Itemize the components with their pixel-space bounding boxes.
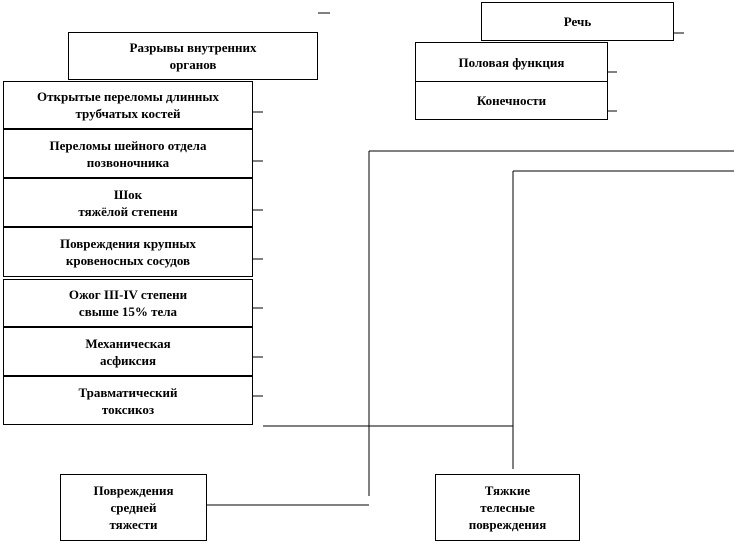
limbs-box: Конечности — [415, 81, 608, 120]
internal-organs-rupture-box: Разрывы внутренних органов — [68, 32, 318, 80]
burn-box: Ожог III-IV степени свыше 15% тела — [3, 279, 253, 327]
open-fractures-box: Открытые переломы длинных трубчатых кост… — [3, 81, 253, 129]
moderate-injuries-box: Повреждения средней тяжести — [60, 474, 207, 541]
speech-box: Речь — [481, 2, 674, 41]
cervical-fractures-box: Переломы шейного отдела позвоночника — [3, 129, 253, 178]
mechanical-asphyxia-box: Механическая асфиксия — [3, 327, 253, 376]
major-vessel-damage-box: Повреждения крупных кровеносных сосудов — [3, 227, 253, 277]
severe-bodily-injuries-box: Тяжкие телесные повреждения — [435, 474, 580, 541]
traumatic-toxicosis-box: Травматический токсикоз — [3, 376, 253, 425]
sexual-function-box: Половая функция — [415, 42, 608, 82]
severe-shock-box: Шок тяжёлой степени — [3, 178, 253, 227]
